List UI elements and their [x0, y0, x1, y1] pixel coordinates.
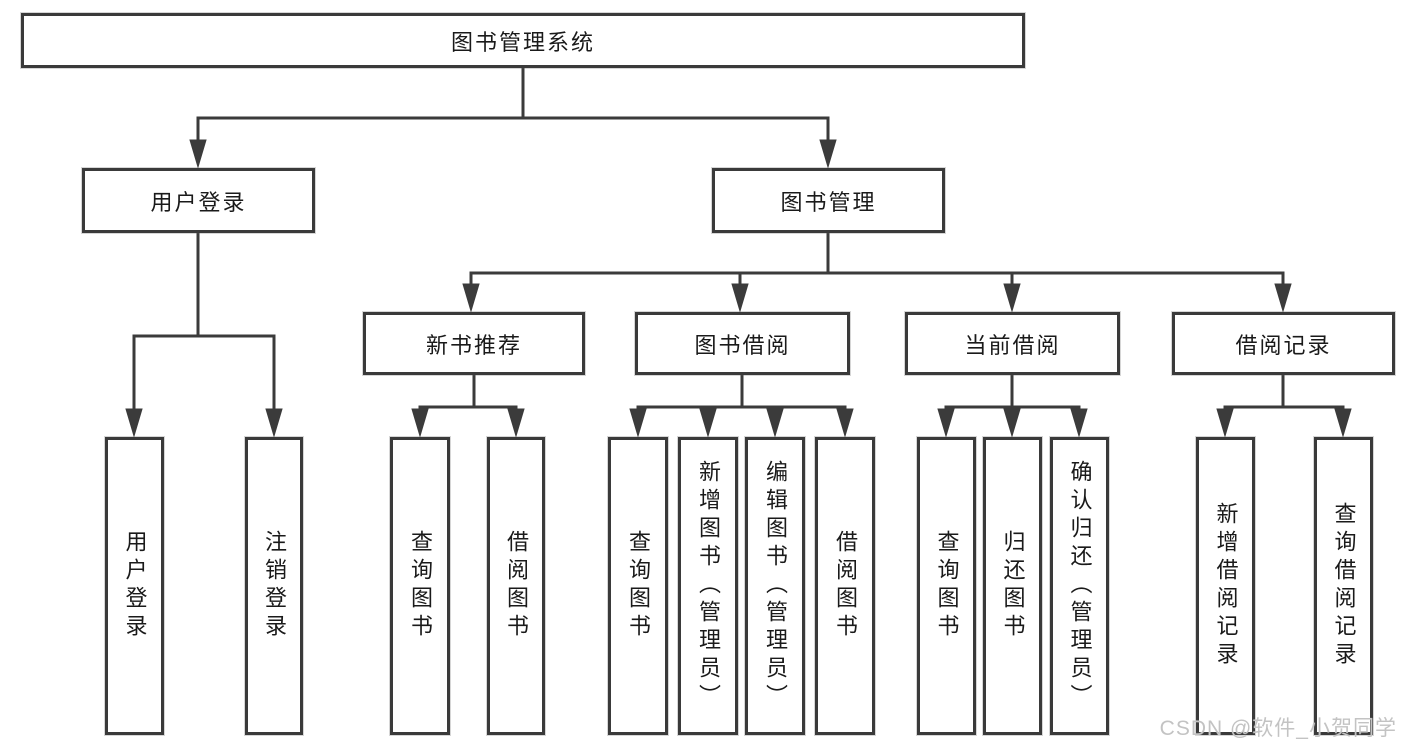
connector-borrow-records-to-leaves: [1216, 375, 1352, 438]
node-new-book-recommendation: 新书推荐: [363, 312, 585, 375]
leaf-borrow-books-2: 借阅图书: [815, 437, 875, 735]
connector-new-book-rec-to-leaves: [411, 375, 525, 438]
connector-book-mgmt-to-level3: [462, 233, 1292, 313]
leaf-query-books-2: 查询图书: [608, 437, 668, 735]
leaf-logout: 注销登录: [245, 437, 303, 735]
leaf-borrow-books: 借阅图书: [487, 437, 545, 735]
leaf-query-books: 查询图书: [390, 437, 450, 735]
node-book-borrowing: 图书借阅: [635, 312, 850, 375]
leaf-confirm-return-admin: 确认归还（管理员）: [1050, 437, 1109, 735]
leaf-return-books: 归还图书: [983, 437, 1042, 735]
connector-user-login-to-leaves: [125, 233, 283, 438]
connector-current-borrow-to-leaves: [937, 375, 1088, 438]
csdn-watermark: CSDN @软件_小贺同学: [1159, 717, 1397, 740]
node-user-login: 用户登录: [82, 168, 315, 233]
leaf-query-borrow-record: 查询借阅记录: [1314, 437, 1373, 735]
leaf-add-borrow-record: 新增借阅记录: [1196, 437, 1255, 735]
node-current-borrowing: 当前借阅: [905, 312, 1120, 375]
node-book-management: 图书管理: [712, 168, 945, 233]
node-library-management-system: 图书管理系统: [21, 13, 1025, 68]
leaf-query-books-3: 查询图书: [917, 437, 976, 735]
leaf-add-books-admin: 新增图书（管理员）: [678, 437, 738, 735]
node-borrowing-records: 借阅记录: [1172, 312, 1395, 375]
leaf-user-login: 用户登录: [105, 437, 164, 735]
connector-root-to-level2: [189, 66, 837, 169]
leaf-edit-books-admin: 编辑图书（管理员）: [745, 437, 805, 735]
connector-book-borrow-to-leaves: [629, 375, 854, 438]
